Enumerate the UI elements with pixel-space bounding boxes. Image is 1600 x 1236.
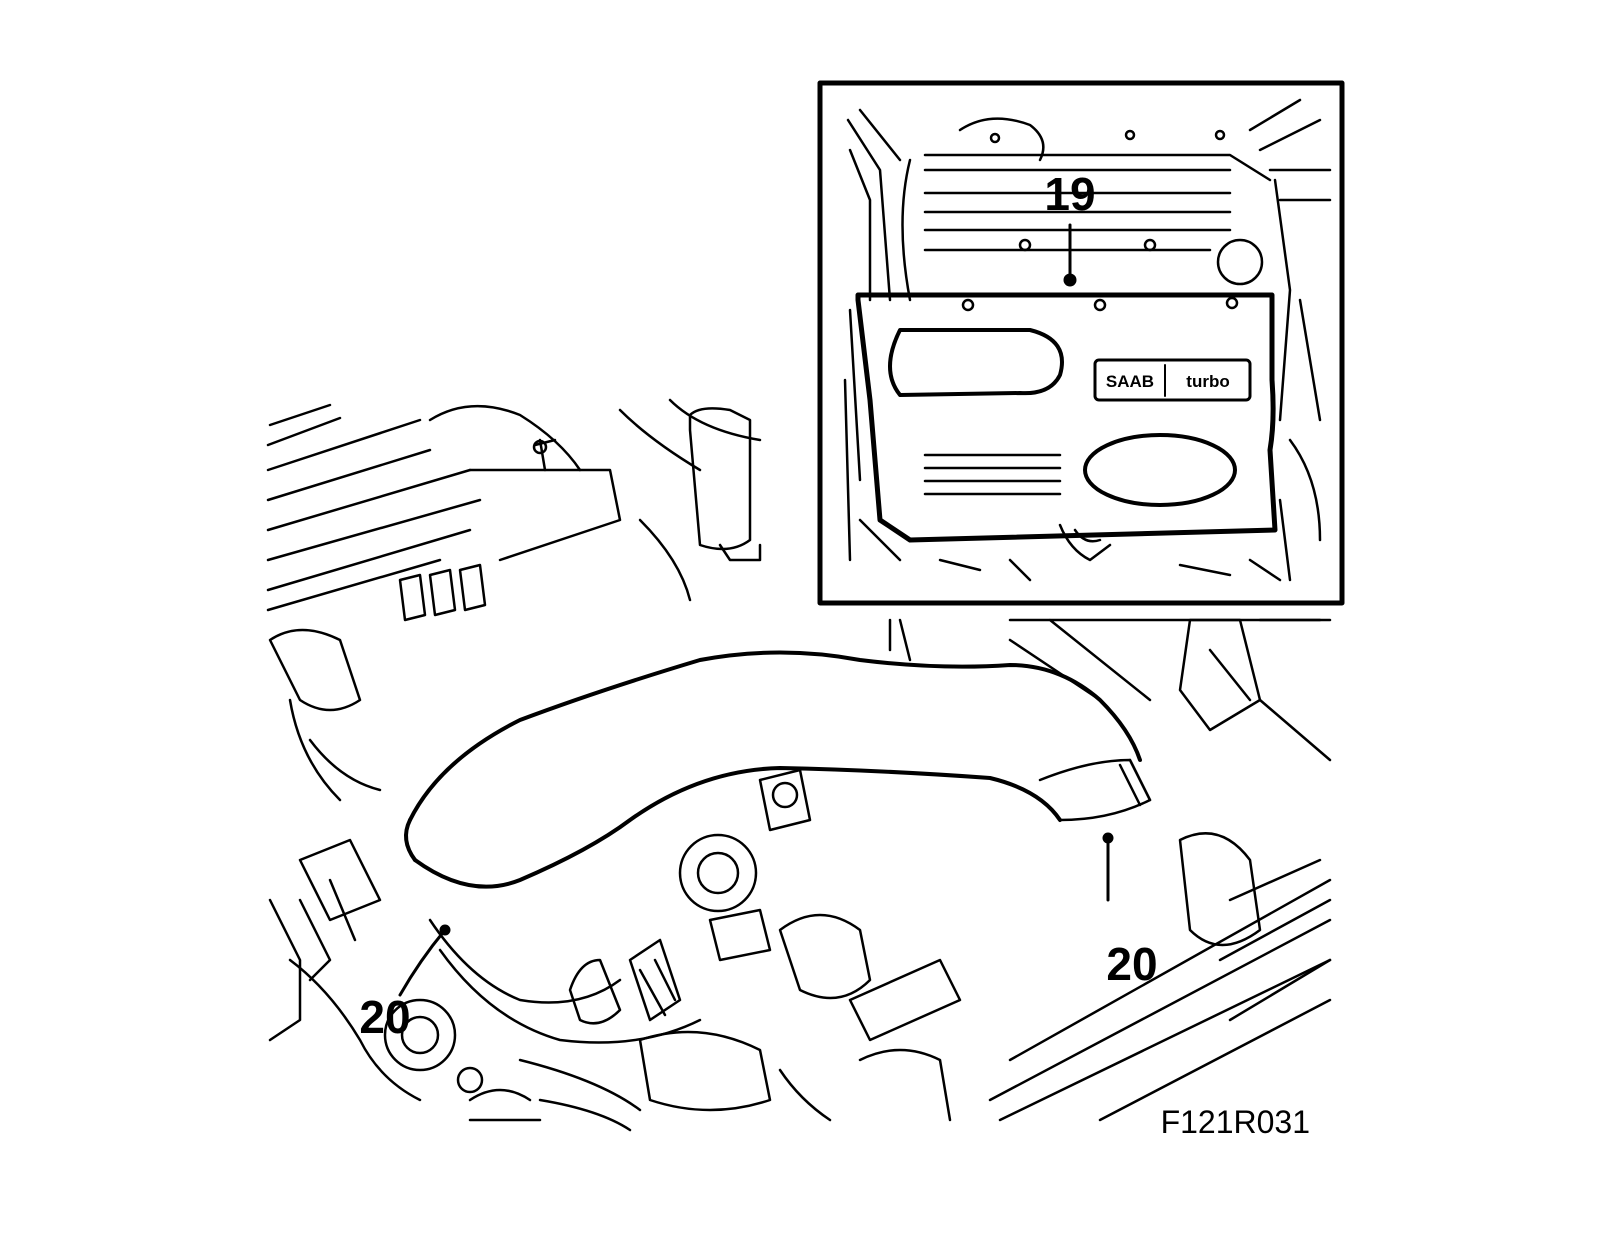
callout-19: 19 [1044, 168, 1095, 220]
callout-20-left-dot [439, 924, 451, 936]
inset-logo-brand: SAAB [1106, 372, 1154, 391]
figure-id: F121R031 [1161, 1104, 1310, 1140]
callout-19-dot [1063, 273, 1077, 287]
main-engine-view [266, 398, 1332, 1132]
inset-frame [817, 80, 1345, 606]
inset-logo-model: turbo [1186, 372, 1229, 391]
main-callout-leaders [398, 836, 1110, 997]
callout-20-right: 20 [1106, 938, 1157, 990]
callout-20-right-dot [1102, 832, 1114, 844]
inset-detail [843, 98, 1332, 582]
callout-20-left: 20 [359, 991, 410, 1043]
